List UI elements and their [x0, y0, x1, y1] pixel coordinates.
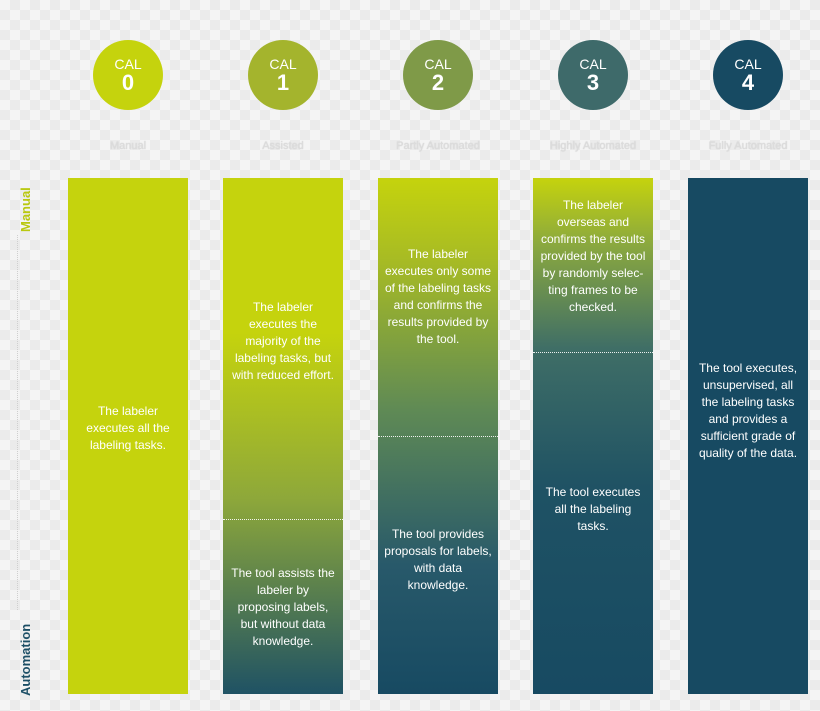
- cal-4-prefix: CAL: [734, 56, 762, 72]
- level-cal-4: CAL 4 Fully Automated The tool executes,…: [688, 40, 808, 694]
- cal-1-divider: [223, 519, 343, 520]
- cal-3-prefix: CAL: [579, 56, 607, 72]
- cal-4-text: The tool executes, unsupervised, all the…: [698, 361, 798, 460]
- cal-3-circle: CAL 3: [558, 40, 628, 110]
- cal-3-bar: The labeler overseas and confirms the re…: [533, 178, 653, 694]
- cal-4-number: 4: [741, 70, 755, 95]
- automation-axis-label: Automation: [18, 623, 33, 696]
- manual-automation-axis-line: [17, 235, 18, 610]
- cal-4-circle: CAL 4: [713, 40, 783, 110]
- cal-2-bar: The labeler executes only some of the la…: [378, 178, 498, 694]
- cal-1-labeler-text: The labeler executes the majority of the…: [232, 300, 334, 382]
- cal-0-circle: CAL 0: [93, 40, 163, 110]
- cal-1-circle: CAL 1: [248, 40, 318, 110]
- cal-2-tool-text: The tool provides proposals for labels, …: [384, 527, 492, 592]
- cal-1-bar: The labeler executes the majority of the…: [223, 178, 343, 694]
- cal-2-prefix: CAL: [424, 56, 452, 72]
- cal-1-name: Assisted: [262, 140, 304, 152]
- cal-3-name: Highly Automated: [549, 140, 637, 152]
- cal-2-circle: CAL 2: [403, 40, 473, 110]
- cal-0-name: Manual: [109, 140, 147, 152]
- cal-3-labeler-text: The labeler overseas and confirms the re…: [540, 198, 646, 314]
- cal-0-bar: The labeler executes all the labeling ta…: [68, 178, 188, 694]
- cal-1-number: 1: [276, 70, 290, 95]
- cal-0-number: 0: [121, 70, 135, 95]
- cal-3-tool-text: The tool executes all the labeling tasks…: [545, 485, 641, 533]
- level-cal-0: CAL 0 Manual The labeler executes all th…: [68, 40, 188, 694]
- cal-3-divider: [533, 352, 653, 353]
- level-cal-2: CAL 2 Partly Automated The labeler execu…: [378, 40, 498, 694]
- cal-2-labeler-text: The labeler executes only some of the la…: [384, 247, 492, 346]
- manual-axis-label: Manual: [18, 187, 33, 232]
- cal-1-prefix: CAL: [269, 56, 297, 72]
- cal-0-text: The labeler executes all the labeling ta…: [86, 404, 170, 452]
- cal-3-number: 3: [586, 70, 600, 95]
- cal-2-divider: [378, 436, 498, 437]
- cal-1-tool-text: The tool assists the labeler by proposin…: [231, 566, 335, 648]
- cal-4-name: Fully Automated: [708, 140, 788, 152]
- cal-4-bar: The tool executes, unsupervised, all the…: [688, 178, 808, 694]
- cal-0-prefix: CAL: [114, 56, 142, 72]
- cal-2-number: 2: [431, 70, 445, 95]
- cal-2-name: Partly Automated: [396, 140, 480, 152]
- level-cal-3: CAL 3 Highly Automated The labeler overs…: [533, 40, 653, 694]
- level-cal-1: CAL 1 Assisted The labeler executes the …: [223, 40, 343, 694]
